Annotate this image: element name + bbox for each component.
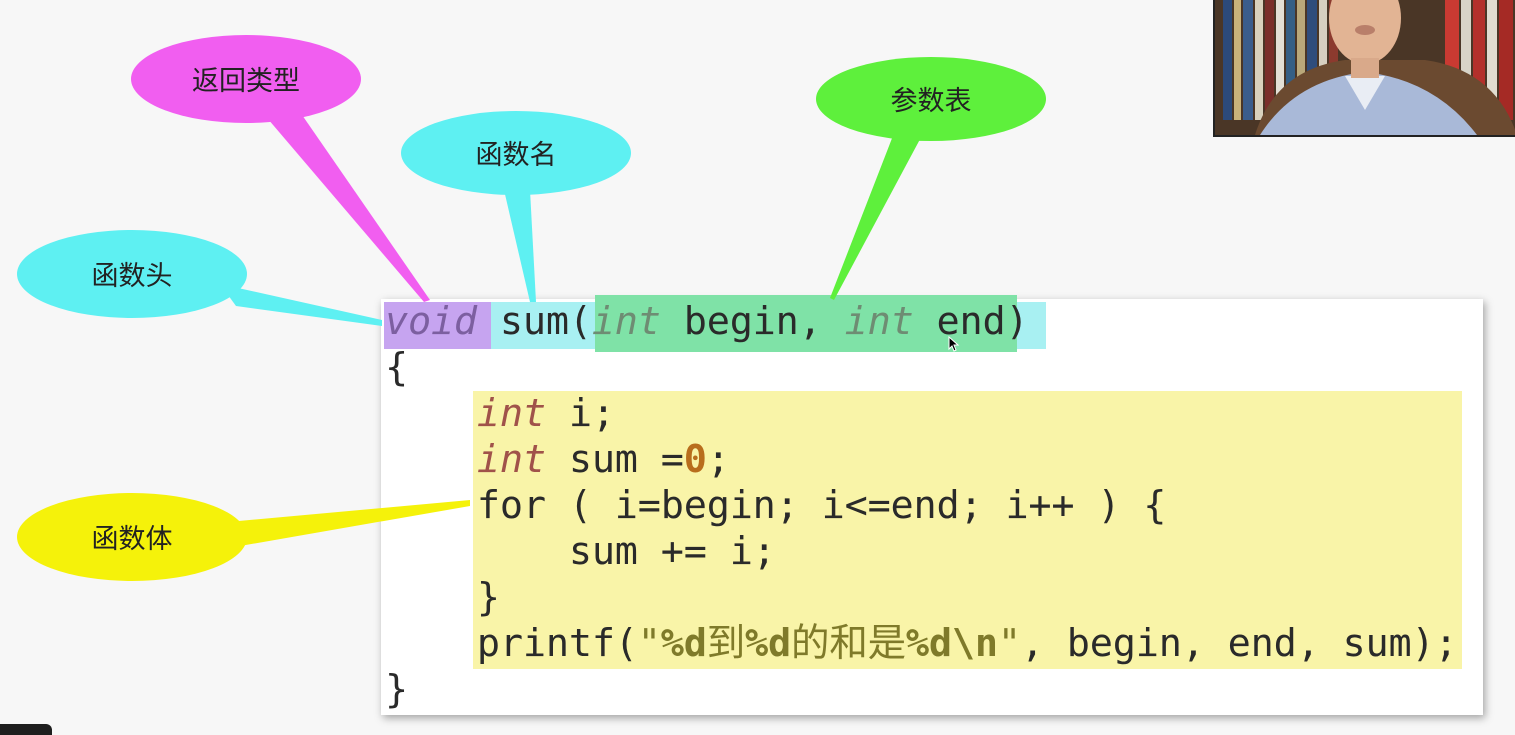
callout-function-name-label: 函数名 [476,140,557,171]
callout-function-header: 函数头 [17,230,382,326]
player-corner-control[interactable] [0,724,52,735]
callout-function-header-label: 函数头 [92,261,173,292]
callout-function-body: 函数体 [17,493,470,581]
callout-return-type-label: 返回类型 [192,66,300,97]
callout-function-name: 函数名 [401,111,631,302]
callout-parameter-list: 参数表 [816,57,1046,300]
mouse-pointer-icon [948,336,960,352]
callout-parameter-list-label: 参数表 [891,86,972,117]
callout-function-body-label: 函数体 [92,524,173,555]
